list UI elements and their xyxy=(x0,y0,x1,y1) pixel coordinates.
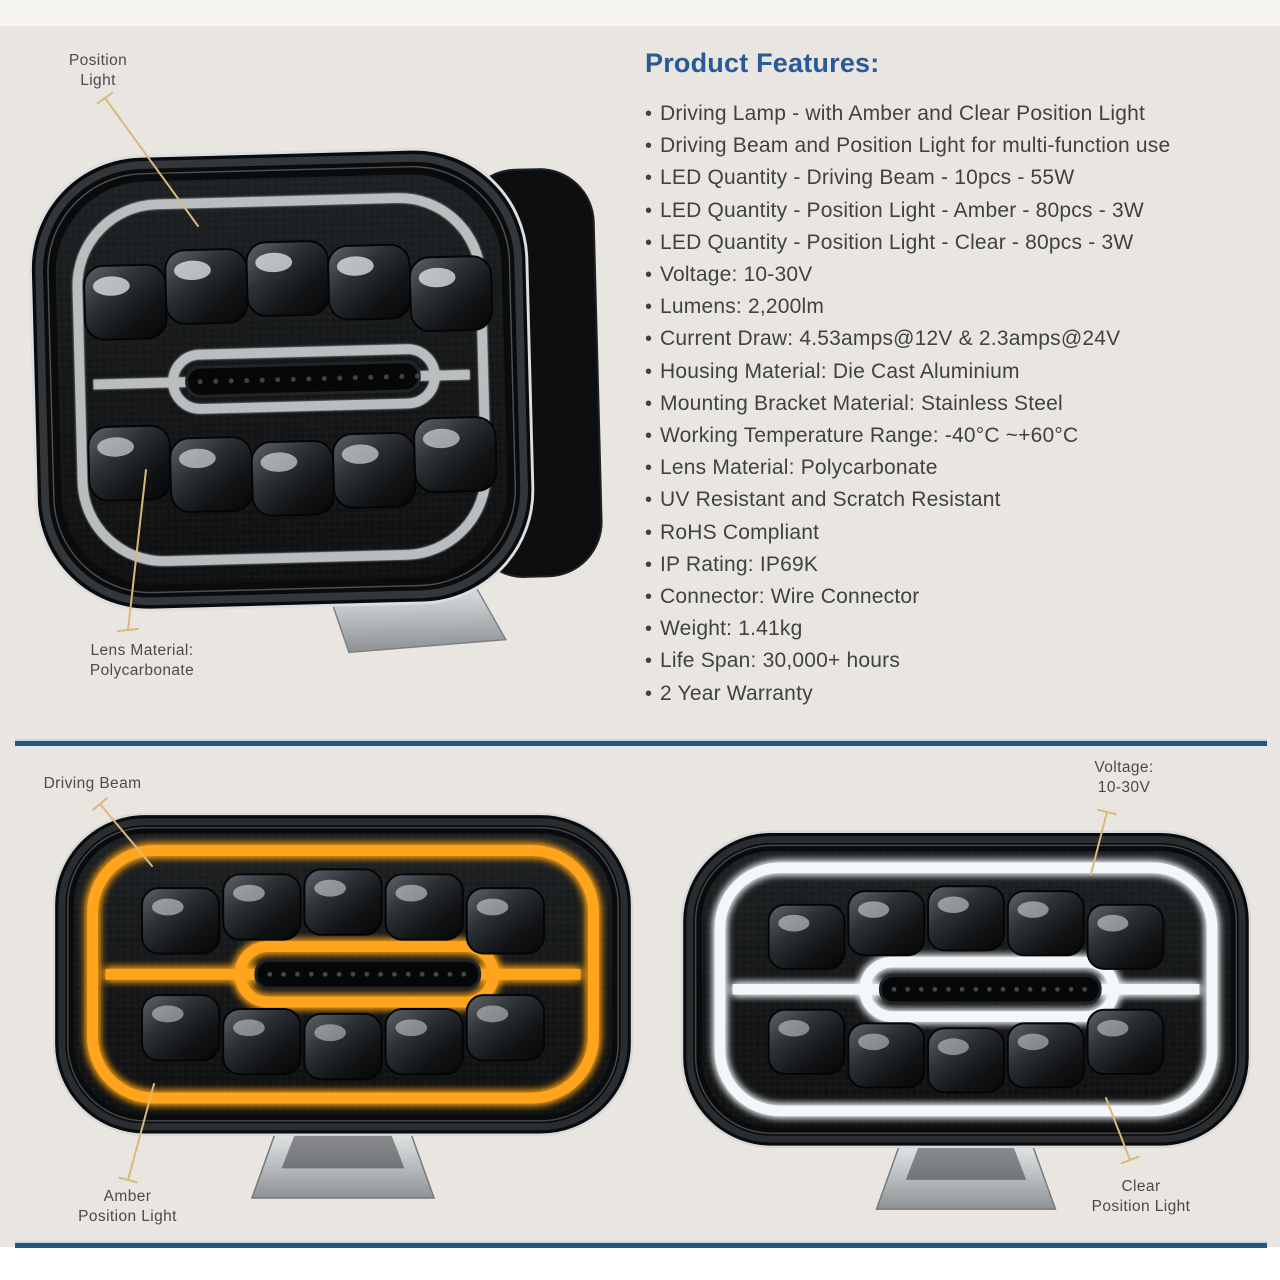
label-line: Position xyxy=(68,52,128,69)
feature-text: Connector: Wire Connector xyxy=(660,585,920,609)
feature-item: • Voltage: 10-30V xyxy=(645,259,1270,291)
feature-item: • Current Draw: 4.53amps@12V & 2.3amps@2… xyxy=(645,323,1270,355)
feature-item: • Lumens: 2,200lm xyxy=(645,291,1270,323)
feature-text: Lens Material: Polycarbonate xyxy=(660,456,938,480)
feature-item: • Driving Beam and Position Light for mu… xyxy=(645,130,1270,162)
bullet-icon: • xyxy=(645,586,653,609)
label-line: Driving Beam xyxy=(43,775,142,792)
feature-text: IP Rating: IP69K xyxy=(660,552,819,576)
bottom-margin-band xyxy=(0,1247,1280,1280)
bullet-icon: • xyxy=(645,360,653,383)
feature-item: • Lens Material: Polycarbonate xyxy=(645,452,1270,484)
feature-item: • Life Span: 30,000+ hours xyxy=(645,645,1270,677)
feature-item: • LED Quantity - Position Light - Clear … xyxy=(645,227,1270,259)
callout-label-clear-position-light: Clear Position Light xyxy=(1063,1177,1219,1218)
bullet-icon: • xyxy=(645,489,653,512)
feature-text: UV Resistant and Scratch Resistant xyxy=(660,488,1001,512)
feature-text: LED Quantity - Position Light - Clear - … xyxy=(660,230,1134,254)
section-divider-bottom xyxy=(15,1241,1267,1248)
bullet-icon: • xyxy=(645,199,653,222)
feature-text: Current Draw: 4.53amps@12V & 2.3amps@24V xyxy=(660,327,1121,351)
driving-lamp-amber-position-light xyxy=(46,806,640,1202)
bullet-icon: • xyxy=(645,328,653,351)
bullet-icon: • xyxy=(645,392,653,415)
label-line: Lens Material: xyxy=(90,642,194,659)
label-line: Light xyxy=(80,72,116,90)
feature-text: Lumens: 2,200lm xyxy=(660,295,825,319)
driving-lamp-photo-clear xyxy=(674,824,1258,1213)
feature-list: • Driving Lamp - with Amber and Clear Po… xyxy=(645,98,1270,710)
label-line: Voltage: xyxy=(1094,759,1154,776)
feature-item: • Connector: Wire Connector xyxy=(645,581,1270,613)
feature-item: • LED Quantity - Position Light - Amber … xyxy=(645,195,1270,227)
feature-text: 2 Year Warranty xyxy=(660,681,813,705)
feature-text: Weight: 1.41kg xyxy=(660,617,803,641)
feature-text: LED Quantity - Position Light - Amber - … xyxy=(660,198,1144,222)
bullet-icon: • xyxy=(645,167,653,190)
bullet-icon: • xyxy=(645,521,653,544)
driving-lamp-clear-position-light xyxy=(674,824,1258,1213)
driving-lamp-angled-view xyxy=(21,134,616,663)
feature-text: LED Quantity - Driving Beam - 10pcs - 55… xyxy=(660,166,1075,190)
features-title: Product Features: xyxy=(645,48,880,78)
feature-item: • LED Quantity - Driving Beam - 10pcs - … xyxy=(645,162,1270,194)
callout-label-voltage: Voltage: 10-30V xyxy=(1074,758,1174,799)
label-line: Polycarbonate xyxy=(89,662,195,680)
driving-lamp-photo-amber xyxy=(46,806,640,1202)
feature-item: • Weight: 1.41kg xyxy=(645,613,1270,645)
feature-text: Voltage: 10-30V xyxy=(660,263,813,287)
bullet-icon: • xyxy=(645,264,653,287)
product-features-panel: Product Features: • Driving Lamp - with … xyxy=(645,48,1270,710)
section-divider-top xyxy=(15,739,1267,746)
driving-lamp-photo-main xyxy=(21,134,616,663)
label-line: Position Light xyxy=(78,1208,177,1226)
top-margin-band xyxy=(0,0,1280,26)
feature-item: • Driving Lamp - with Amber and Clear Po… xyxy=(645,98,1270,130)
bullet-icon: • xyxy=(645,682,653,705)
callout-label-driving-beam: Driving Beam xyxy=(30,774,155,794)
feature-text: Mounting Bracket Material: Stainless Ste… xyxy=(660,391,1063,415)
feature-item: • 2 Year Warranty xyxy=(645,678,1270,710)
label-line: 10-30V xyxy=(1097,779,1151,797)
callout-label-lens-material: Lens Material: Polycarbonate xyxy=(62,641,222,682)
feature-item: • Working Temperature Range: -40°C ~+60°… xyxy=(645,420,1270,452)
bullet-icon: • xyxy=(645,650,653,673)
bullet-icon: • xyxy=(645,135,653,158)
feature-text: Housing Material: Die Cast Aluminium xyxy=(660,359,1020,383)
feature-text: RoHS Compliant xyxy=(660,520,820,544)
bullet-icon: • xyxy=(645,296,653,319)
label-line: Amber xyxy=(103,1188,152,1205)
feature-text: Working Temperature Range: -40°C ~+60°C xyxy=(660,424,1079,448)
bullet-icon: • xyxy=(645,553,653,576)
feature-item: • RoHS Compliant xyxy=(645,517,1270,549)
callout-label-amber-position-light: Amber Position Light xyxy=(50,1187,205,1228)
feature-text: Life Span: 30,000+ hours xyxy=(660,649,901,673)
feature-item: • IP Rating: IP69K xyxy=(645,549,1270,581)
bullet-icon: • xyxy=(645,231,653,254)
feature-text: Driving Beam and Position Light for mult… xyxy=(660,134,1171,158)
label-line: Clear xyxy=(1121,1178,1161,1195)
bullet-icon: • xyxy=(645,425,653,448)
feature-item: • UV Resistant and Scratch Resistant xyxy=(645,484,1270,516)
bullet-icon: • xyxy=(645,103,653,125)
label-line: Position Light xyxy=(1091,1198,1191,1216)
feature-item: • Mounting Bracket Material: Stainless S… xyxy=(645,388,1270,420)
callout-label-position-light: Position Light xyxy=(50,51,146,92)
feature-item: • Housing Material: Die Cast Aluminium xyxy=(645,356,1270,388)
bullet-icon: • xyxy=(645,457,653,480)
feature-text: Driving Lamp - with Amber and Clear Posi… xyxy=(660,102,1146,125)
bullet-icon: • xyxy=(645,618,653,641)
